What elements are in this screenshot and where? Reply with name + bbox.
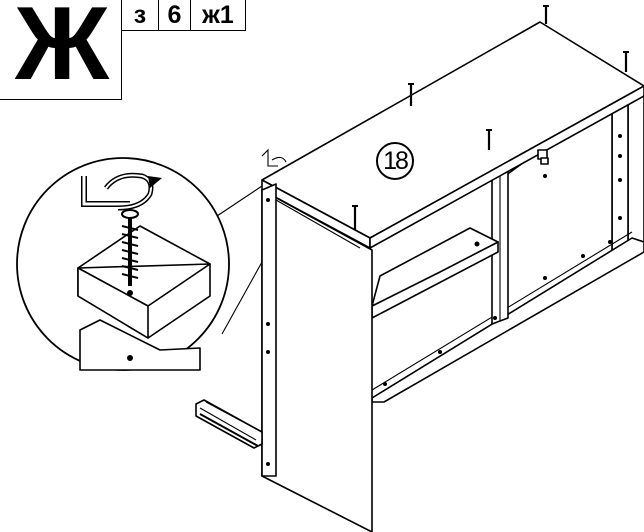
part-code-cells: з 6 ж1	[122, 0, 246, 31]
screw-icon	[352, 5, 629, 230]
middle-divider-panel	[491, 169, 509, 325]
screw-detail-magnifier-icon	[16, 157, 263, 371]
cabinet-right-panel	[611, 85, 644, 263]
part-code-cell-2: 6	[159, 0, 191, 31]
hex-key-icon	[261, 148, 287, 167]
cabinet-top-panel	[261, 21, 644, 249]
part-code-cell-1: з	[122, 0, 159, 31]
clockwise-rotation-arrow-icon	[104, 172, 162, 211]
drawer-runner-rail-icon	[195, 399, 263, 449]
cabinet-shelf	[371, 227, 499, 386]
part-letter: Ж	[15, 0, 109, 102]
hinge-icon	[537, 149, 549, 165]
right-panel-holes	[543, 134, 622, 280]
part-letter-box: Ж	[0, 0, 122, 100]
part-code-cell-3: ж1	[191, 0, 246, 31]
step-number-badge: 18	[376, 142, 414, 180]
cabinet-left-side-panel	[261, 183, 373, 532]
